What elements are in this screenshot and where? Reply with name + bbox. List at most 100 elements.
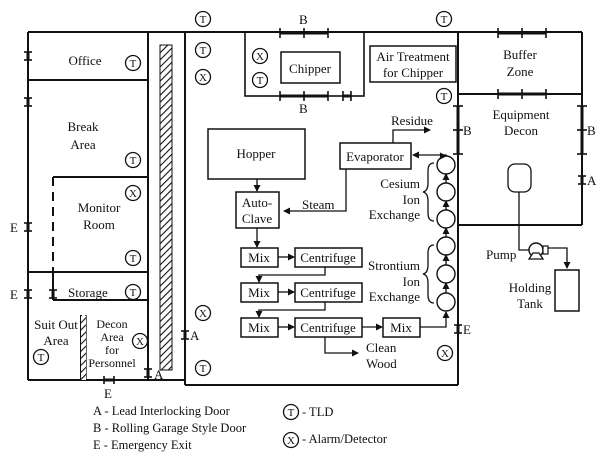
air-treatment-line1: Air Treatment [376, 49, 450, 64]
door-e-monitor [24, 222, 32, 232]
drain-system: Pump Holding Tank [486, 163, 580, 312]
cesium-column [436, 155, 456, 175]
hopper-box [207, 128, 306, 180]
room-chipper: Chipper [289, 61, 332, 76]
room-suit-out-line1: Suit Out [34, 317, 78, 332]
strontium-column [436, 292, 456, 312]
alarm-detector-icon: X [131, 332, 149, 350]
door-e-storage [24, 289, 32, 299]
room-buffer-line2: Zone [507, 64, 534, 79]
svg-text:T: T [200, 363, 207, 375]
pump-icon [527, 242, 549, 260]
centrifuge-label-3: Centrifuge [300, 320, 356, 335]
legend-a: A - Lead Interlocking Door [93, 404, 231, 418]
holding-tank-box [554, 269, 580, 312]
legend-alarm: - Alarm/Detector [302, 432, 388, 446]
door-a-decon [144, 368, 152, 378]
mix-label-2: Mix [248, 285, 270, 300]
cesium-columns [436, 155, 456, 229]
cesium-line3: Exchange [369, 207, 420, 222]
door-label-b: B [299, 101, 308, 116]
room-equipment-decon-line2: Decon [504, 123, 538, 138]
residue-label: Residue [391, 113, 433, 128]
room-office: Office [69, 53, 102, 68]
strontium-columns [436, 227, 456, 312]
cesium-column [436, 209, 456, 229]
tld-icon: T [32, 348, 50, 366]
svg-text:X: X [287, 435, 295, 447]
strontium-column [436, 264, 456, 284]
door-labels: E E E A A B B B B A E [10, 12, 597, 401]
air-treatment-box [369, 45, 457, 83]
mix-label-1: Mix [248, 250, 270, 265]
tld-icon: T [194, 41, 212, 59]
autoclave-box [235, 191, 280, 229]
left-wing [27, 31, 149, 381]
room-suit-out-line2: Area [43, 333, 68, 348]
svg-text:T: T [130, 253, 137, 265]
room-decon-line1: Decon [96, 317, 127, 331]
centrifuge-label-2: Centrifuge [300, 285, 356, 300]
svg-text:T: T [257, 75, 264, 87]
cesium-line1: Cesium [380, 176, 420, 191]
alarm-detector-icon: X [251, 47, 269, 65]
clean-wood-line2: Wood [366, 356, 397, 371]
legend-alarm-icon: X [282, 431, 300, 449]
svg-text:T: T [441, 14, 448, 26]
legend-e: E - Emergency Exit [93, 438, 192, 452]
room-decon-line4: Personnel [88, 356, 136, 370]
svg-text:X: X [199, 308, 207, 320]
alarm-detector-icon: X [436, 344, 454, 362]
evaporator-label: Evaporator [346, 149, 404, 164]
svg-text:X: X [136, 336, 144, 348]
air-treatment-line2: for Chipper [383, 65, 444, 80]
door-b-buffer-top [497, 28, 547, 38]
svg-text:X: X [441, 348, 449, 360]
room-break-area-line2: Area [70, 137, 95, 152]
svg-text:X: X [129, 188, 137, 200]
tld-icon: T [435, 87, 453, 105]
room-break-area-line1: Break [67, 119, 99, 134]
strontium-line2: Ion [403, 274, 421, 289]
door-b-decon-right [577, 105, 587, 155]
door-label-e: E [463, 322, 471, 337]
autoclave-line1: Auto- [242, 195, 272, 210]
corridor [148, 31, 186, 385]
svg-text:T: T [130, 287, 137, 299]
legend-tld: - TLD [302, 405, 333, 419]
svg-text:T: T [200, 14, 207, 26]
tld-icon: T [124, 151, 142, 169]
alarm-detector-icon: X [124, 184, 142, 202]
svg-text:X: X [256, 51, 264, 63]
mix-label-4: Mix [390, 320, 412, 335]
alarm-detector-icon: X [194, 68, 212, 86]
tld-icon: T [124, 54, 142, 72]
chipper-box [280, 51, 341, 84]
cesium-line2: Ion [403, 192, 421, 207]
tld-icon: T [124, 283, 142, 301]
tld-icon: T [194, 10, 212, 28]
tld-icon: T [124, 249, 142, 267]
door-label-a: A [587, 173, 597, 188]
svg-text:T: T [441, 91, 448, 103]
strontium-column [436, 236, 456, 256]
cesium-column [436, 182, 456, 202]
doors [24, 28, 587, 384]
legend: A - Lead Interlocking Door B - Rolling G… [93, 403, 388, 452]
svg-text:T: T [288, 407, 295, 419]
door-label-a: A [190, 328, 200, 343]
room-decon-line3: for [105, 343, 119, 357]
centrifuge-label-1: Centrifuge [300, 250, 356, 265]
door-b-decon-left [453, 105, 463, 155]
tld-icon: T [194, 359, 212, 377]
clean-wood-line1: Clean [366, 340, 397, 355]
door-label-e: E [10, 287, 18, 302]
svg-text:T: T [130, 58, 137, 70]
centrifuge-box-1 [294, 247, 363, 268]
door-label-b: B [587, 123, 596, 138]
pump-label: Pump [486, 247, 516, 262]
holding-tank-line1: Holding [509, 280, 552, 295]
alarm-detector-icon: X [194, 304, 212, 322]
centrifuge-box-2 [294, 282, 363, 303]
